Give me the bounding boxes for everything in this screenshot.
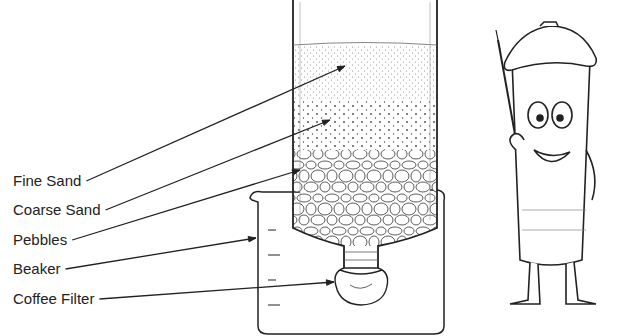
pebbles-label: Pebbles [12, 231, 68, 249]
pebble [388, 182, 402, 192]
coffee-filter [335, 268, 388, 305]
pebble [418, 161, 428, 169]
pebble [339, 170, 353, 182]
pebble [353, 194, 367, 202]
pebble [341, 149, 351, 159]
pebble [381, 149, 395, 159]
pebble [348, 227, 358, 235]
pebble [369, 194, 379, 202]
pebble [395, 215, 409, 225]
pebble [397, 194, 407, 202]
pebble [311, 170, 325, 182]
pebble [416, 182, 430, 192]
pebble [346, 203, 360, 215]
pebble [332, 227, 346, 235]
coffee-filter-label: Coffee Filter [12, 290, 95, 308]
pebble [341, 194, 351, 202]
pebble [425, 236, 435, 248]
pebble [402, 203, 416, 215]
leader-line [66, 238, 256, 269]
leader-arrowhead [322, 120, 330, 125]
pebble [306, 203, 316, 215]
pebble [332, 182, 346, 192]
pebble [374, 203, 388, 215]
pebble [409, 149, 423, 159]
pebble [285, 236, 295, 248]
cartoon-character [496, 22, 596, 304]
pebble [346, 161, 360, 169]
pebble [353, 236, 367, 248]
pebble [383, 170, 393, 182]
pebble [388, 227, 402, 235]
pebble [367, 215, 381, 225]
pebble [355, 170, 365, 182]
pebble [313, 149, 323, 159]
pebble [397, 149, 407, 159]
pebble [409, 194, 423, 202]
leader-line [106, 120, 330, 210]
pebble [411, 170, 421, 182]
pebble [297, 149, 311, 159]
coarse-sand-label: Coarse Sand [12, 201, 102, 219]
pebble [360, 227, 374, 235]
pebble [353, 149, 367, 159]
pebble [327, 170, 337, 182]
leader-line [99, 282, 334, 299]
pebble [390, 203, 400, 215]
pebble [390, 161, 400, 169]
leader-line [86, 66, 345, 181]
pebble [283, 215, 297, 225]
pebble [327, 215, 337, 225]
pebble [404, 227, 414, 235]
pebble [297, 194, 311, 202]
pebble [297, 236, 311, 248]
pebble [334, 161, 344, 169]
pebble [367, 170, 381, 182]
pebble [369, 149, 379, 159]
fine-sand-label: Fine Sand [12, 172, 82, 190]
pebble [318, 161, 332, 169]
pebble [376, 227, 386, 235]
pebble [376, 182, 386, 192]
bottle [283, 0, 444, 268]
beaker-label: Beaker [12, 260, 62, 278]
pebble [325, 149, 339, 159]
pebble [325, 194, 339, 202]
pebble [306, 161, 316, 169]
pebble [339, 215, 353, 225]
pebble [334, 203, 344, 215]
pebble [313, 194, 323, 202]
pebble [402, 161, 416, 169]
pebble [311, 215, 325, 225]
pebble [360, 182, 374, 192]
leader-line [72, 170, 300, 240]
leader-arrowhead [337, 66, 345, 72]
pebble [395, 170, 409, 182]
pebble [362, 203, 372, 215]
pebble [418, 203, 428, 215]
pebble [318, 203, 332, 215]
pebble [381, 194, 395, 202]
pebble [383, 215, 393, 225]
pebble [320, 182, 330, 192]
pebble [355, 215, 365, 225]
beaker [250, 190, 444, 334]
pebble [304, 182, 318, 192]
pebble [348, 182, 358, 192]
leader-arrowhead [292, 170, 300, 175]
pebble [320, 227, 330, 235]
pebble [299, 170, 309, 182]
pebble [362, 161, 372, 169]
pebble [299, 215, 309, 225]
pebble [374, 161, 388, 169]
pebble [404, 182, 414, 192]
leader-arrowhead [326, 280, 334, 285]
leader-arrowhead [248, 237, 256, 242]
pebble [411, 215, 421, 225]
